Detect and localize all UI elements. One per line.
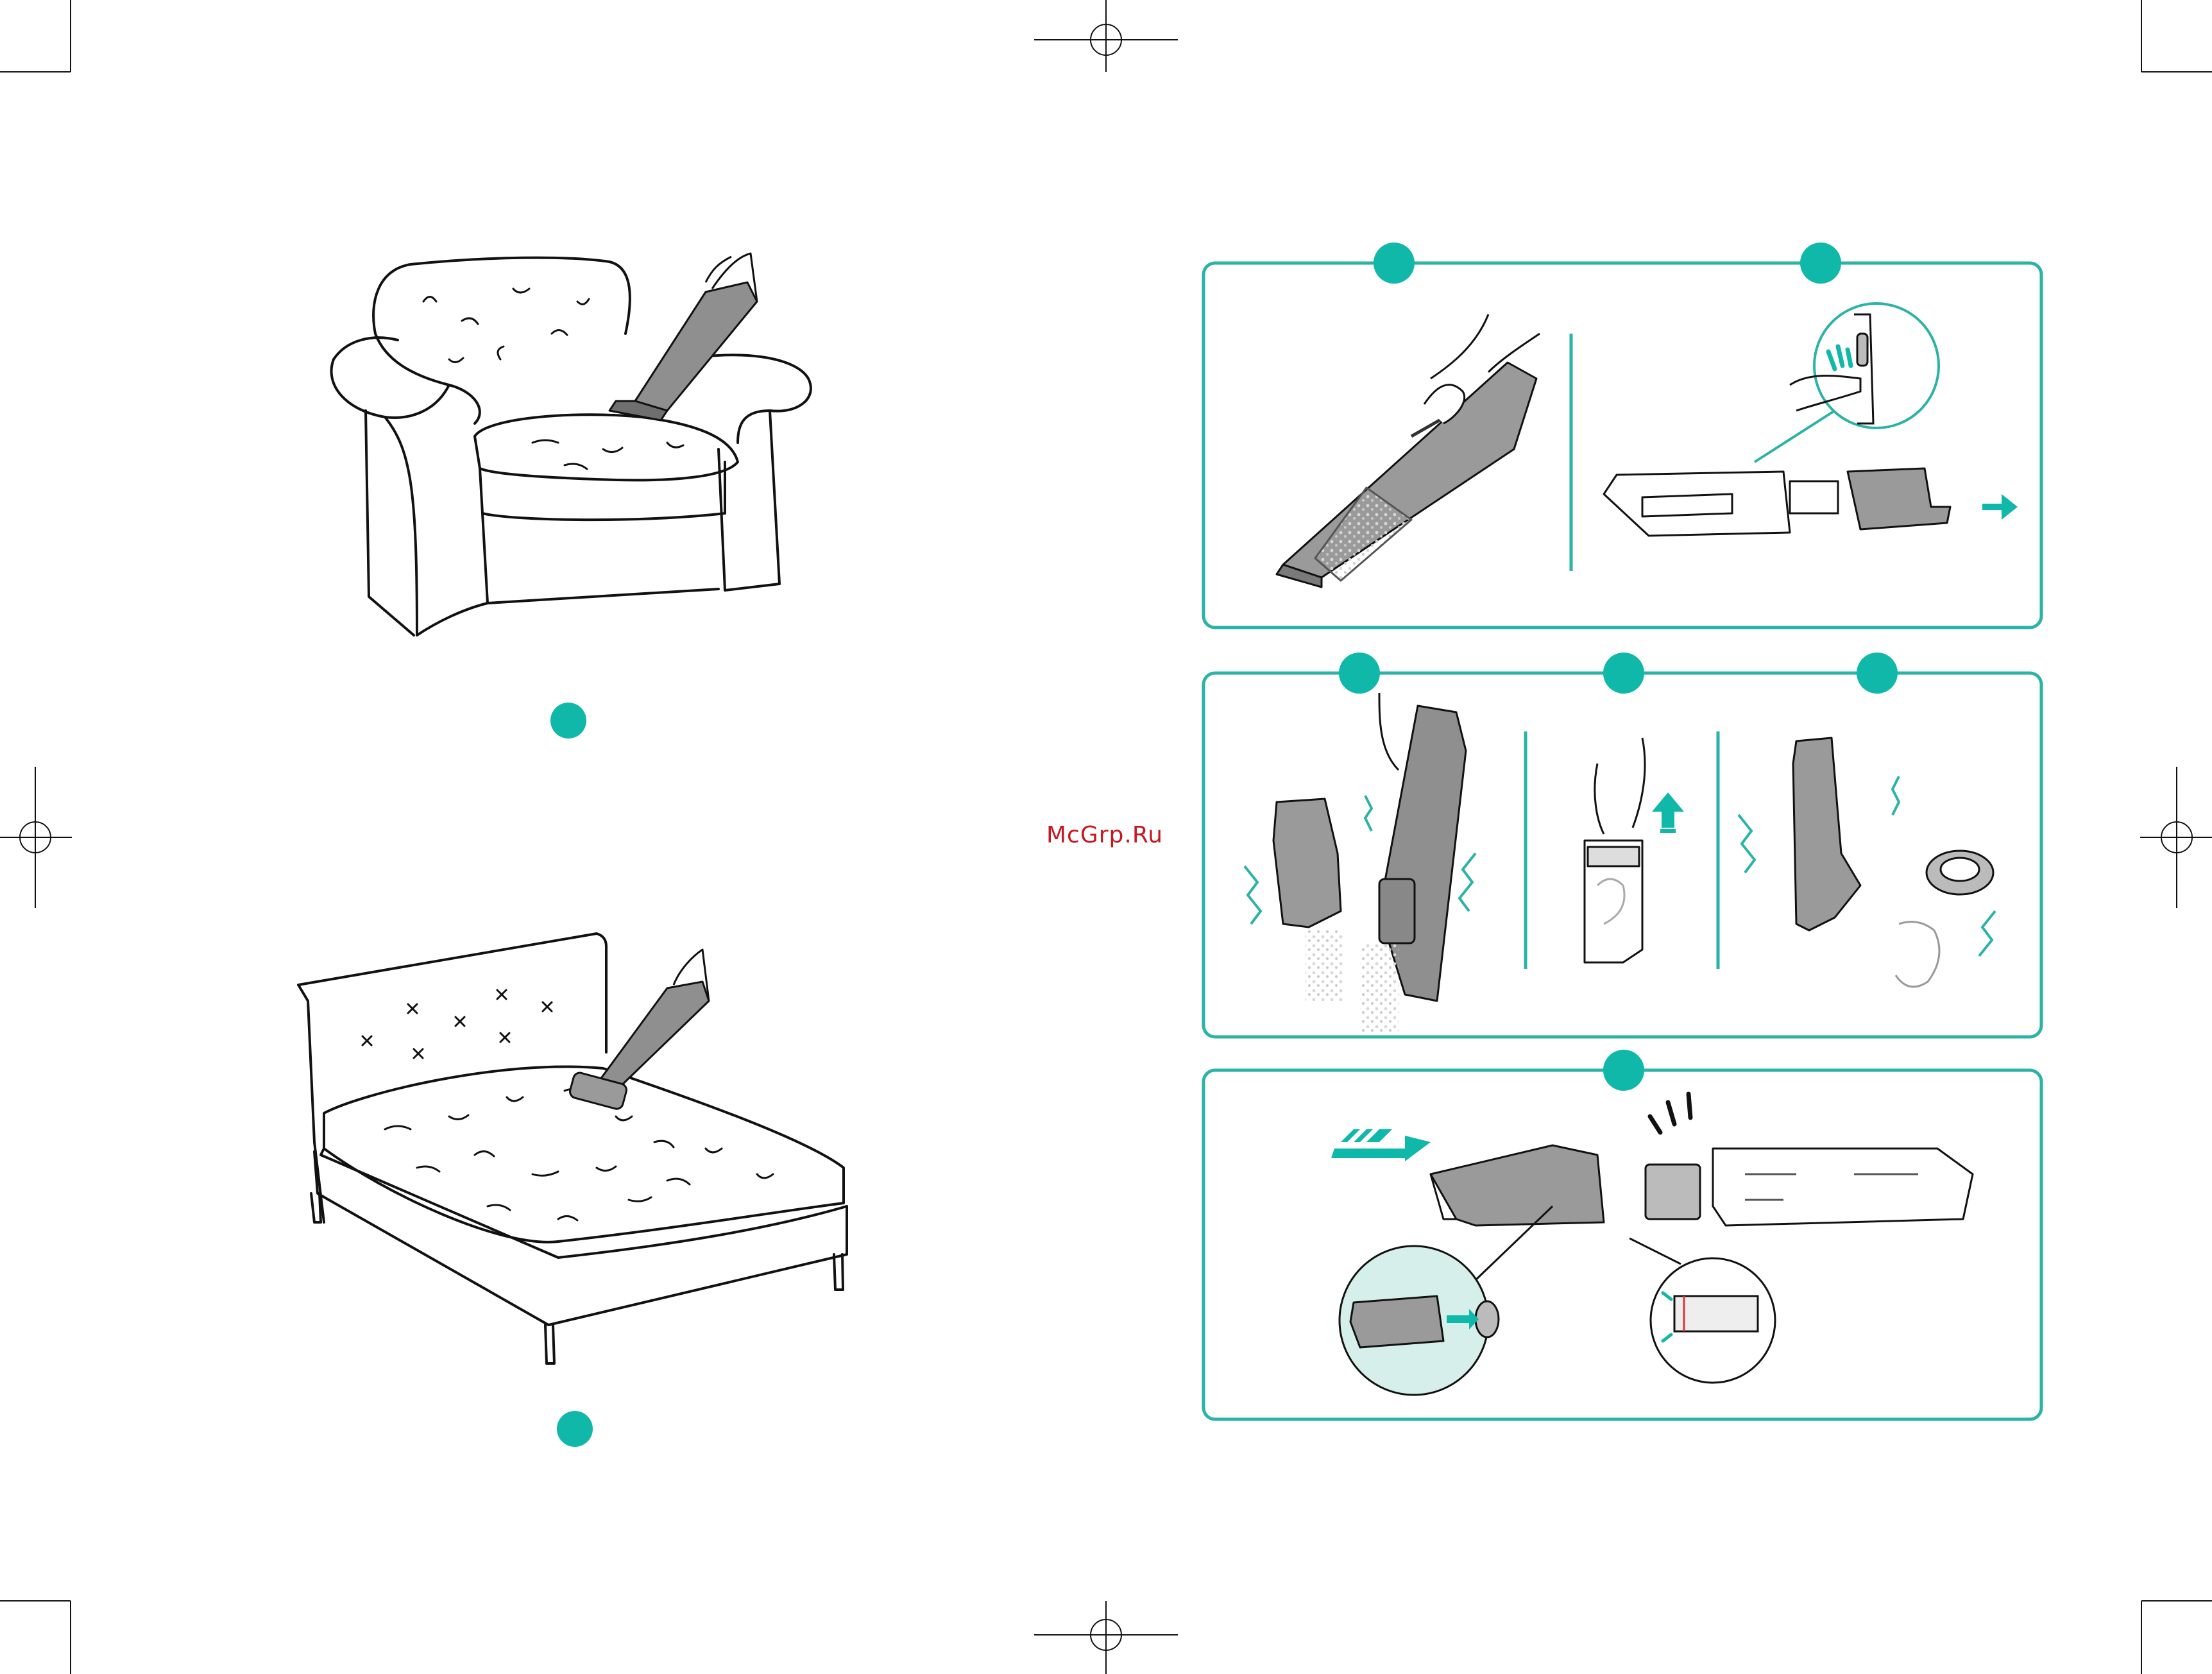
step-marker-2a <box>1339 653 1380 694</box>
step-marker-2c <box>1857 653 1898 694</box>
registration-mark-bottom <box>1034 1601 1178 1674</box>
registration-mark-top <box>1034 0 1178 72</box>
bed-illustration <box>298 934 847 1363</box>
handheld-vacuum-bed <box>568 950 709 1110</box>
panel-empty-dustbin-release <box>1204 243 2041 628</box>
step-marker-armchair <box>550 703 586 739</box>
registration-mark-right <box>2140 767 2212 908</box>
step-marker-2b <box>1603 653 1644 694</box>
watermark-text: McGrp.Ru <box>1046 822 1163 848</box>
handheld-vacuum-armchair <box>609 253 757 420</box>
panel-dustbin-emptying-filter-cleaning <box>1204 653 2041 1037</box>
step-marker-1b <box>1800 243 1841 284</box>
step-marker-1a <box>1374 243 1415 284</box>
panel-reassembly <box>1204 1050 2041 1419</box>
step-marker-3 <box>1603 1050 1644 1091</box>
registration-mark-left <box>0 767 72 908</box>
step-marker-bed <box>557 1411 593 1447</box>
